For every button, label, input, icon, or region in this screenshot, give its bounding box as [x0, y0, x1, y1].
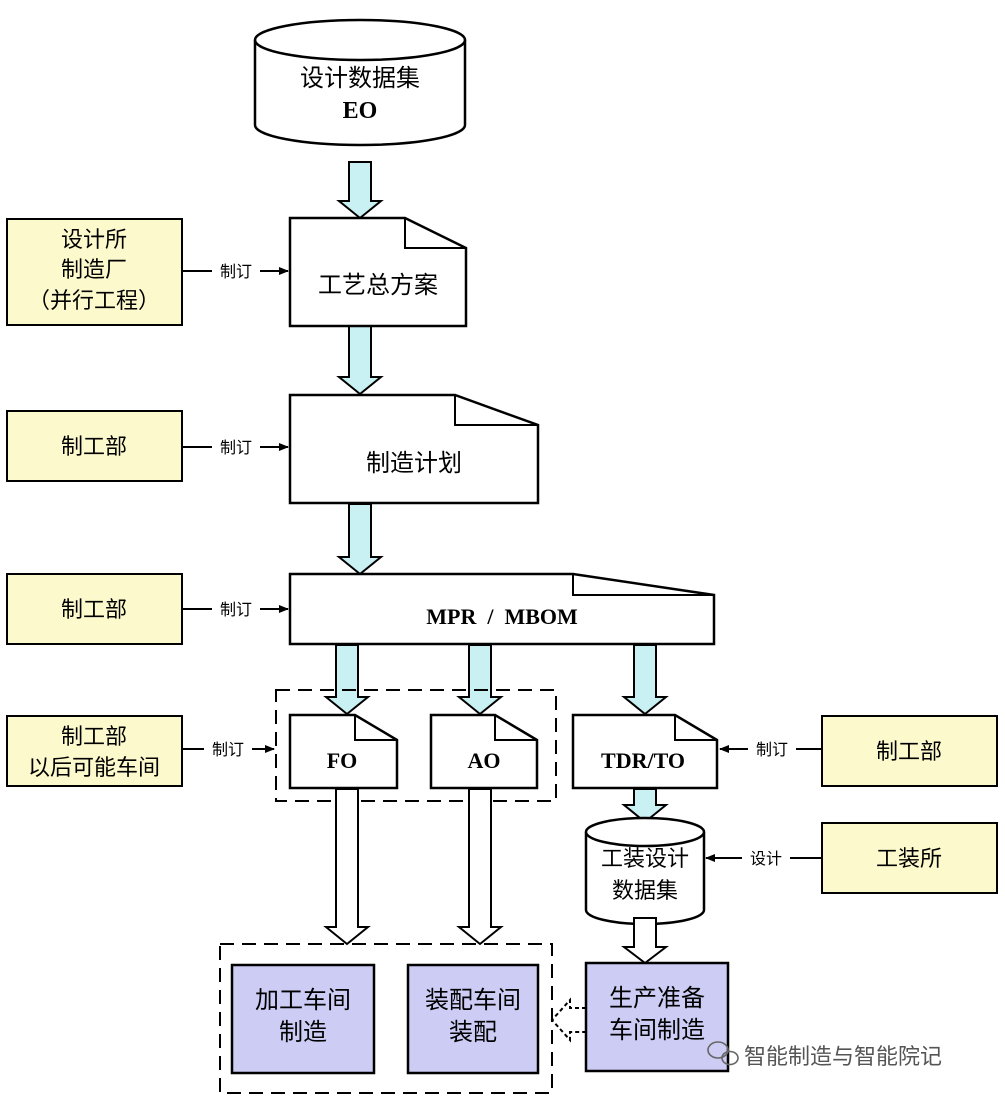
- design-dataset-cylinder: 设计数据集 EO: [253, 18, 467, 147]
- fo-document: FO: [288, 713, 399, 790]
- machining-shop-label: 加工车间: [255, 986, 351, 1014]
- edge-label-6: 设计: [750, 849, 782, 868]
- flow-arrow-ao: [456, 644, 504, 716]
- actor2-label: 制工部: [61, 435, 127, 460]
- machining-shop-box: 加工车间 制造: [230, 963, 376, 1075]
- edge-label-4: 制订: [212, 740, 244, 759]
- machining-shop-label2: 制造: [279, 1018, 327, 1046]
- watermark-text: 智能制造与智能院记: [744, 1045, 942, 1070]
- prod-prep-shop-box: 生产准备 车间制造: [584, 961, 730, 1073]
- actor-mfg-dept-future-shop: 制工部 以后可能车间: [6, 715, 183, 787]
- actor1-line3: （并行工程）: [28, 289, 160, 314]
- flow-arrow-tooling: [621, 788, 669, 824]
- assembly-shop-label2: 装配: [449, 1018, 497, 1046]
- edge-label-5: 制订: [756, 740, 788, 759]
- assembly-shop-label: 装配车间: [425, 986, 521, 1014]
- edge-label-3: 制订: [220, 600, 252, 619]
- edge-label-2: 制订: [220, 438, 252, 457]
- actor4-line1: 制工部: [61, 725, 127, 750]
- watermark: 智能制造与智能院记: [707, 1041, 942, 1070]
- tdr-to-document: TDR/TO: [571, 713, 719, 790]
- tooling-dataset-label2: 数据集: [612, 879, 678, 904]
- flow-arrow-1: [336, 161, 384, 220]
- actor1-line2: 制造厂: [61, 258, 127, 283]
- fo-ao-group: [275, 689, 557, 802]
- mfg-plan-document: 制造计划: [288, 393, 540, 505]
- prod-prep-shop-label2: 车间制造: [609, 1016, 705, 1044]
- actor6-label: 工装所: [876, 847, 942, 872]
- actor4-line2: 以后可能车间: [28, 756, 160, 781]
- ao-label: AO: [468, 748, 501, 773]
- hollow-arrow-ao: [456, 788, 504, 946]
- fo-label: FO: [327, 748, 358, 773]
- tooling-dataset-label: 工装设计: [601, 847, 689, 872]
- wechat-icon: [707, 1041, 739, 1066]
- flow-arrow-2: [336, 325, 384, 396]
- prod-prep-shop-label: 生产准备: [609, 984, 705, 1012]
- tdr-to-label: TDR/TO: [601, 748, 685, 773]
- actor-design-institute: 设计所 制造厂 （并行工程）: [6, 218, 183, 326]
- hollow-arrow-tooling: [621, 917, 669, 965]
- design-dataset-label: 设计数据集: [300, 64, 420, 92]
- actor3-label: 制工部: [61, 598, 127, 623]
- edge-label-1: 制订: [220, 262, 252, 281]
- tooling-dataset-cylinder: 工装设计 数据集: [584, 816, 706, 926]
- actor1-line1: 设计所: [61, 228, 127, 253]
- flow-arrow-tdr: [621, 644, 669, 716]
- mpr-mbom-label: MPR / MBOM: [426, 604, 578, 629]
- hollow-arrow-fo: [323, 788, 371, 946]
- process-plan-document: 工艺总方案: [288, 216, 468, 328]
- actor-mfg-dept-3: 制工部: [821, 715, 998, 787]
- mfg-plan-label: 制造计划: [366, 449, 462, 477]
- dashed-arrow-prep-to-assembly: [550, 997, 587, 1043]
- flow-arrows: [323, 161, 669, 824]
- flow-arrow-3: [336, 503, 384, 576]
- shop-group: [219, 943, 553, 1094]
- actor5-label: 制工部: [876, 740, 942, 765]
- design-dataset-code: EO: [343, 98, 378, 124]
- assembly-shop-box: 装配车间 装配: [406, 963, 540, 1075]
- flow-arrow-fo: [323, 644, 371, 716]
- actor-tooling-institute: 工装所: [821, 822, 998, 894]
- process-plan-label: 工艺总方案: [318, 271, 438, 299]
- actor-mfg-dept-1: 制工部: [6, 410, 183, 482]
- mpr-mbom-document: MPR / MBOM: [288, 572, 716, 646]
- ao-document: AO: [429, 713, 539, 790]
- actor-mfg-dept-2: 制工部: [6, 573, 183, 645]
